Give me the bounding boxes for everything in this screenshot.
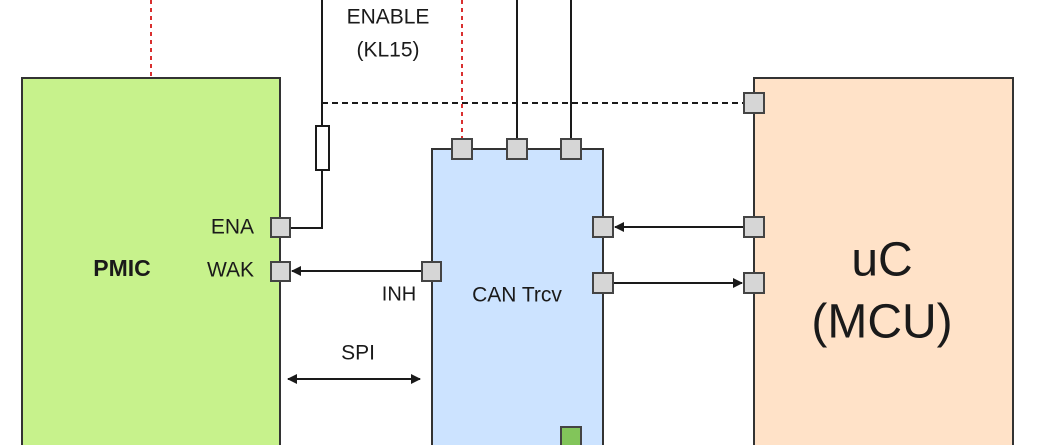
mcu-label-line2: (MCU) xyxy=(811,296,952,349)
mcu-port-enable xyxy=(743,92,765,114)
mcu-port-tx xyxy=(743,216,765,238)
trcv-top-port-2 xyxy=(506,138,528,160)
trcv-right-port-1 xyxy=(592,216,614,238)
ena-pin-label: ENA xyxy=(211,216,254,239)
wak-pin-label: WAK xyxy=(207,259,254,282)
trcv-inh-port xyxy=(421,261,442,282)
pmic-label: PMIC xyxy=(93,255,151,281)
trcv-green-port xyxy=(560,426,582,445)
mcu-block xyxy=(753,77,1014,445)
pmic-ena-port xyxy=(270,217,291,238)
trcv-top-port-1 xyxy=(451,138,473,160)
can-trcv-block xyxy=(431,148,604,445)
pmic-wak-port xyxy=(270,261,291,282)
enable-label-line1: ENABLE xyxy=(347,6,430,29)
enable-wire-bottom xyxy=(289,170,323,229)
mcu-port-rx xyxy=(743,272,765,294)
enable-label-line2: (KL15) xyxy=(356,39,419,62)
mcu-label-line1: uC xyxy=(851,234,912,287)
pmic-block xyxy=(21,77,281,445)
trcv-top-port-3 xyxy=(560,138,582,160)
trcv-right-port-2 xyxy=(592,272,614,294)
resistor-symbol xyxy=(315,125,330,171)
inh-pin-label: INH xyxy=(382,283,416,305)
spi-label: SPI xyxy=(341,342,375,365)
can-trcv-label: CAN Trcv xyxy=(472,284,562,307)
